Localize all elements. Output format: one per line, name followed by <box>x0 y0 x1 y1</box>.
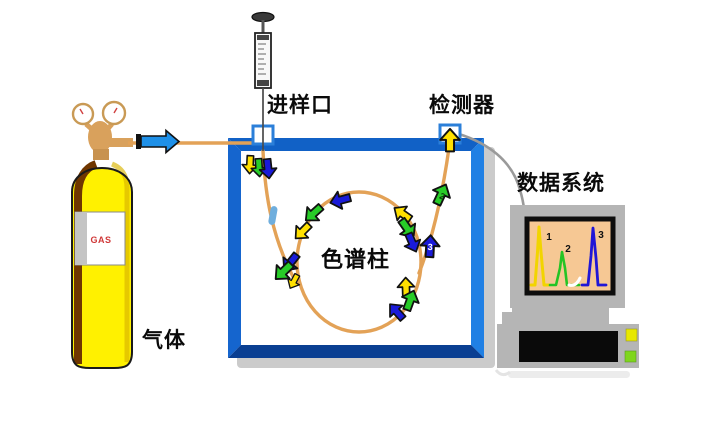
oven-border-top <box>228 138 484 151</box>
molecule-capsule-lightblue <box>268 206 278 225</box>
molecule-arrows: 3 2 <box>240 127 461 326</box>
cylinder-neck <box>93 149 109 160</box>
peak-3-label: 3 <box>598 230 604 241</box>
oven-border-bottom <box>228 345 484 358</box>
screen-mark <box>567 276 582 287</box>
syringe-barrel-bottom <box>257 80 269 86</box>
molecule-2-number: 2 <box>438 191 447 202</box>
watermark-swoosh <box>494 369 511 377</box>
carrier-flow-arrow <box>136 128 181 155</box>
cylinder-label-stripe <box>75 212 87 265</box>
peak-3 <box>580 226 608 287</box>
cylinder-outline <box>71 167 133 369</box>
label-carrier-gas: 气体 <box>142 329 186 352</box>
watermark <box>508 371 630 378</box>
column-coil <box>295 190 423 334</box>
oven-border-left <box>228 138 241 358</box>
syringe-graduations <box>258 43 266 75</box>
syringe-barrel <box>254 32 272 89</box>
syringe <box>251 11 275 151</box>
flow-arrow-base <box>136 134 141 149</box>
oven-border-right <box>471 138 484 358</box>
regulator-outlet <box>109 138 133 147</box>
peak-1 <box>529 225 551 287</box>
syringe-plunger-rod <box>261 20 265 34</box>
gauge-needle-left <box>79 108 84 115</box>
cylinder-shade-dark <box>74 160 98 364</box>
gauge-needle-right <box>113 107 118 114</box>
label-detector: 检测器 <box>429 94 495 117</box>
computer: 1 2 3 <box>494 205 639 378</box>
base-button-green <box>624 350 637 363</box>
column-outlet-tube <box>417 146 451 275</box>
regulator-body <box>88 121 112 153</box>
syringe-barrel-top <box>257 35 269 40</box>
peak-1-label: 1 <box>546 232 552 243</box>
label-data-system: 数据系统 <box>517 172 605 195</box>
molecule-3-number: 3 <box>427 242 433 252</box>
monitor-neck <box>523 308 609 325</box>
base-slot <box>519 331 618 362</box>
label-column: 色谱柱 <box>321 247 391 272</box>
gas-cylinder: GAS <box>71 100 133 369</box>
peak-2-label: 2 <box>565 244 571 255</box>
flow-arrow-blue <box>140 128 181 155</box>
label-injection-port: 进样口 <box>267 94 333 117</box>
base-button-yellow <box>625 328 638 342</box>
monitor-foot <box>502 312 517 324</box>
cylinder-gas-text: GAS <box>90 235 111 245</box>
peak-2 <box>548 250 581 287</box>
chromatogram-trace <box>529 225 608 287</box>
